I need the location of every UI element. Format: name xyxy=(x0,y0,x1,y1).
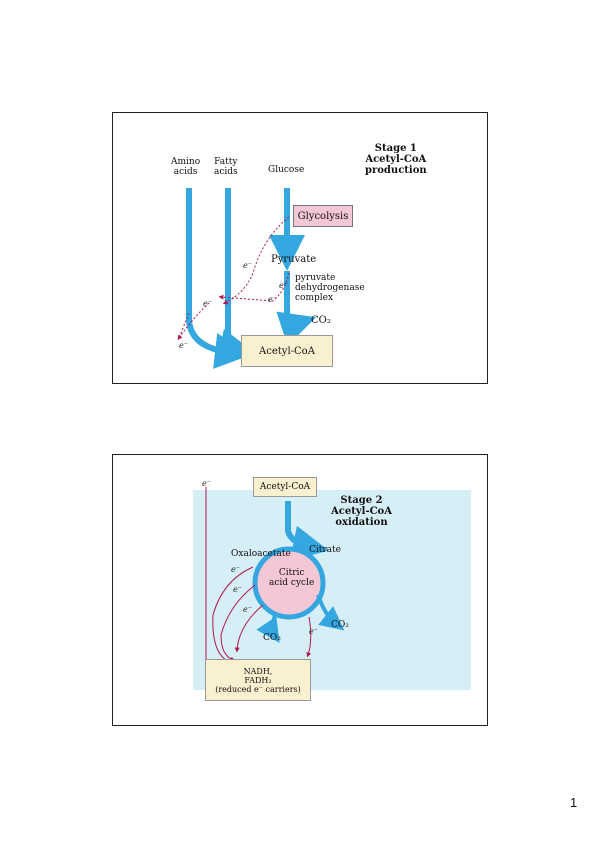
co2-arrow-left xyxy=(256,614,280,643)
stage2-title: Stage 2 Acetyl-CoA oxidation xyxy=(331,495,392,528)
background-panel xyxy=(193,490,471,690)
stage1-title: Stage 1 Acetyl-CoA production xyxy=(365,143,427,176)
electron-label: e⁻ xyxy=(231,565,240,574)
pyruvate-arrow xyxy=(276,271,317,346)
glycolysis-box: Glycolysis xyxy=(293,205,353,227)
electron-label: e⁻ xyxy=(202,479,211,488)
co2-label-right: CO₂ xyxy=(331,620,349,630)
glucose-label: Glucose xyxy=(268,165,305,175)
stage2-diagram xyxy=(205,487,345,671)
fatty-acids-arrow xyxy=(216,188,256,365)
electron-label: e⁻ xyxy=(179,341,188,350)
co2-arrow-right xyxy=(316,594,345,631)
acetyl-coa-arrow xyxy=(285,501,329,562)
electron-label: e⁻ xyxy=(268,295,277,304)
electron-label: e⁻ xyxy=(243,261,252,270)
acetyl-coa-box: Acetyl-CoA xyxy=(253,477,317,497)
citrate-label: Citrate xyxy=(309,545,341,555)
electron-label: e⁻ xyxy=(279,281,288,290)
electron-label: e⁻ xyxy=(309,627,318,636)
co2-label: CO₂ xyxy=(311,315,331,326)
electron-label: e⁻ xyxy=(203,299,212,308)
citric-acid-cycle-circle xyxy=(252,546,326,620)
page-number: 1 xyxy=(570,795,578,810)
slide-stage-2: Acetyl-CoA Stage 2 Acetyl-CoA oxidation … xyxy=(112,454,488,726)
electron-label: e⁻ xyxy=(243,605,252,614)
stage1-diagram xyxy=(177,188,317,369)
acetyl-coa-box: Acetyl-CoA xyxy=(241,335,333,367)
oxaloacetate-label: Oxaloacetate xyxy=(231,549,291,559)
pyruvate-label: Pyruvate xyxy=(271,254,317,265)
electron-label: e⁻ xyxy=(233,585,242,594)
reduced-carriers-box: NADH,FADH₂(reduced e⁻ carriers) xyxy=(205,659,311,701)
co2-label-left: CO₂ xyxy=(263,633,281,643)
